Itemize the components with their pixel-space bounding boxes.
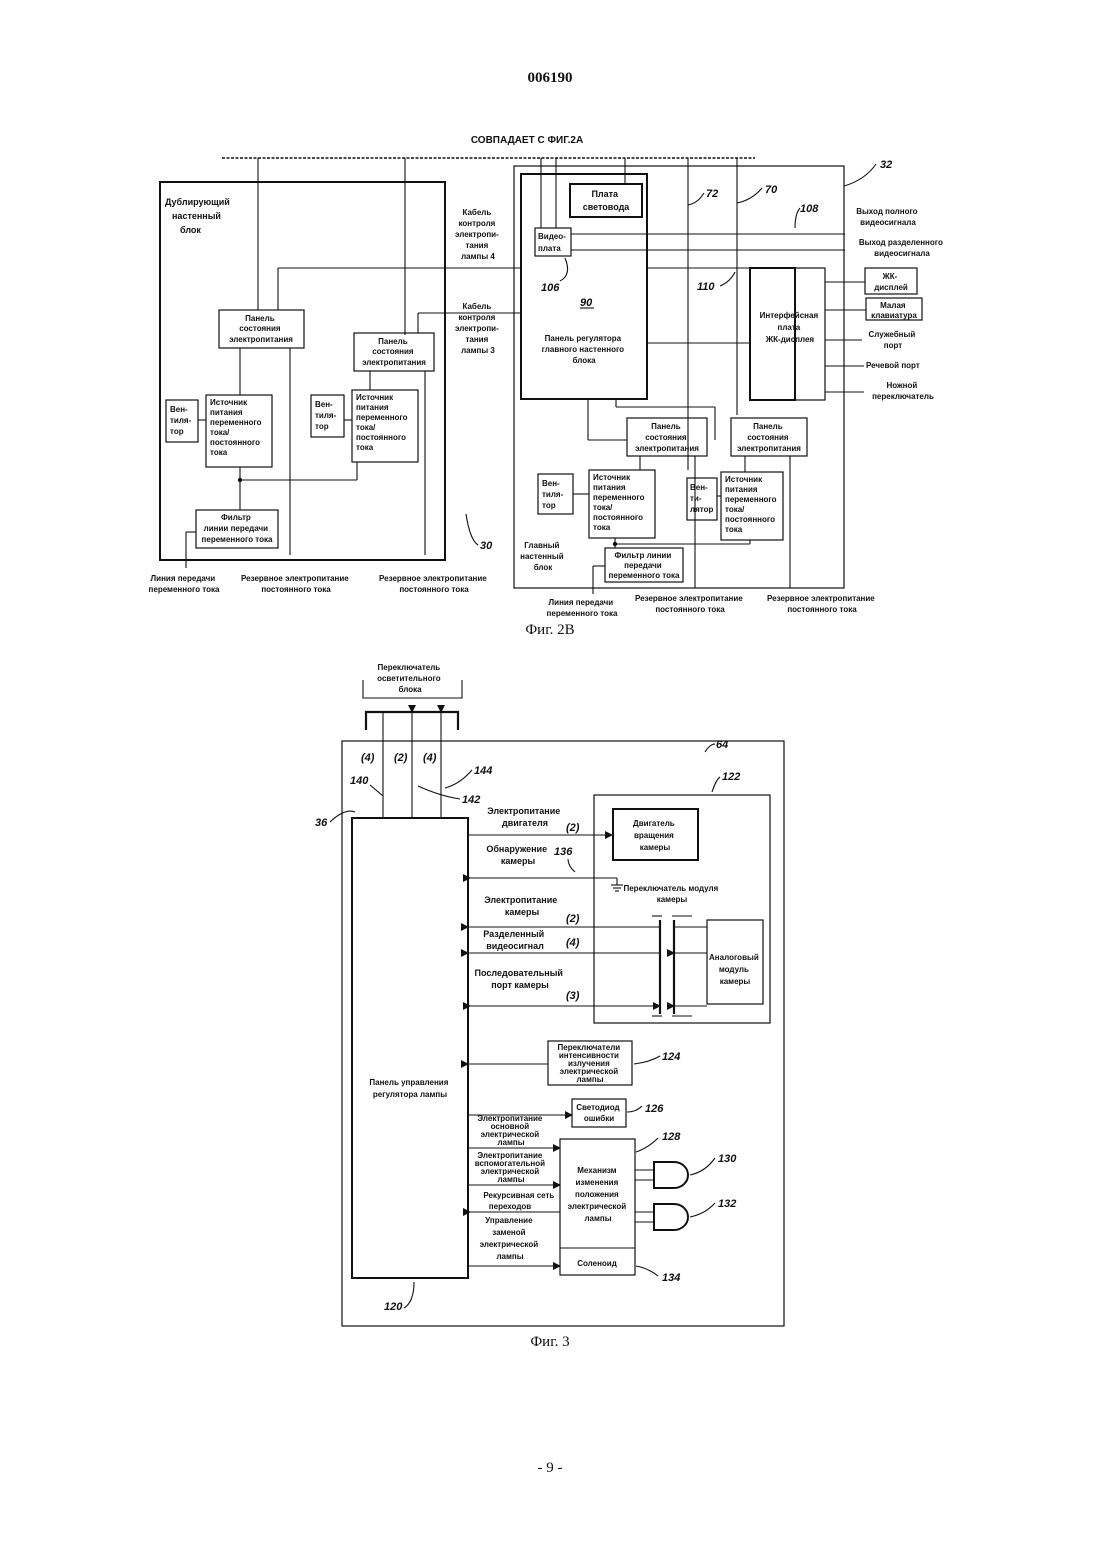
ref-140: 140 [350, 775, 369, 787]
motor-power-label: Электропитание двигателя [487, 806, 563, 828]
camera-module-switch: Переключатель модуля камеры [623, 884, 720, 904]
caption-fig-3: Фиг. 3 [530, 1334, 569, 1350]
fan-2: Вен- тиля- тор [315, 400, 338, 431]
lcd-display: ЖК- дисплей [874, 272, 908, 292]
ref-134: 134 [662, 1272, 680, 1284]
ref-132: 132 [718, 1198, 736, 1210]
cable-3-label: Кабель контроля электропи- тания лампы 3 [455, 302, 501, 355]
recursive-net: Рекурсивная сеть переходов [483, 1191, 556, 1211]
caption-fig-2b: Фиг. 2В [525, 622, 574, 638]
n2-a: (2) [394, 752, 408, 764]
ref-130: 130 [718, 1153, 737, 1165]
ref-110: 110 [697, 281, 715, 293]
dc-backup-3: Резервное электропитание постоянного ток… [635, 594, 745, 614]
ac-line-1: Линия передачи переменного тока [149, 574, 220, 594]
ac-line-2: Линия передачи переменного тока [547, 598, 618, 618]
ref-126: 126 [645, 1103, 664, 1115]
dc-backup-1: Резервное электропитание постоянного ток… [241, 574, 351, 594]
lightguide-board: Плата световода [583, 189, 631, 212]
ac-filter-main: Фильтр линии передачи переменного тока [609, 551, 680, 580]
n2-camera: (2) [566, 913, 580, 925]
psu-1: Источник питания переменного тока/ посто… [210, 398, 264, 457]
ref-30: 30 [480, 540, 493, 552]
psu-2: Источник питания переменного тока/ посто… [356, 393, 410, 452]
mechanisms: Механизм изменения положения электрическ… [568, 1166, 629, 1223]
main-unit-label: Главный настенный блок [520, 541, 566, 572]
ref-32: 32 [880, 159, 892, 171]
cable-4-label: Кабель контроля электропи- тания лампы 4 [455, 208, 501, 261]
split-video-label: Разделенный видеосигнал [483, 929, 546, 951]
ref-70: 70 [765, 184, 778, 196]
ref-124: 124 [662, 1051, 680, 1063]
status-panel-4: Панель состояния электропитания [737, 422, 801, 453]
aux-lamp-power: Электропитание вспомогательной электриче… [475, 1151, 548, 1184]
status-panel-2: Панель состояния электропитания [362, 337, 426, 367]
psu-3: Источник питания переменного тока/ посто… [593, 473, 647, 532]
out-split: Выход разделенного видеосигнала [859, 238, 945, 258]
main-lamp-power: Электропитание основной электрической ла… [477, 1114, 544, 1147]
n4-video: (4) [566, 937, 580, 949]
analog-module: Аналоговый модуль камеры [709, 953, 761, 986]
ref-144: 144 [474, 765, 492, 777]
ref-142: 142 [462, 794, 480, 806]
match-note: СОВПАДАЕТ С ФИГ.2А [471, 135, 583, 146]
light-switch-label: Переключатель осветительного блока [377, 663, 443, 694]
doc-number: 006190 [528, 70, 573, 86]
camera-detect-label: Обнаружение камеры [486, 844, 549, 866]
ref-108: 108 [800, 203, 819, 215]
lcd-iface: Интерфейсная плата ЖК-дисплея [760, 311, 821, 344]
figure-2b: СОВПАДАЕТ С ФИГ.2А Дублирующий настенный… [149, 135, 946, 638]
rotation-motor: Двигатель вращения камеры [633, 819, 677, 852]
fan-4: Вен- ти- лятор [690, 483, 713, 514]
ref-36: 36 [315, 817, 328, 829]
error-led: Светодиод ошибки [576, 1103, 622, 1123]
n2-motor: (2) [566, 822, 580, 834]
main-panel-label: Панель регулятора главного настенного бл… [542, 334, 627, 365]
status-panel-1: Панель состояния электропитания [229, 314, 293, 344]
ref-106: 106 [541, 282, 560, 294]
service-port: Служебный порт [869, 330, 918, 350]
n4-b: (4) [423, 752, 437, 764]
figure-3: Переключатель осветительного блока 64 (4… [315, 663, 784, 1350]
lamp-replace: Управление заменой электрической лампы [480, 1216, 541, 1261]
voice-port: Речевой порт [866, 361, 920, 370]
psu-4: Источник питания переменного тока/ посто… [725, 475, 779, 534]
intensity-switches: Переключатели интенсивности излучения эл… [558, 1043, 623, 1084]
ref-136: 136 [554, 846, 573, 858]
camera-power-label: Электропитание камеры [484, 895, 560, 917]
page-number: - 9 - [538, 1460, 563, 1476]
n3-serial: (3) [566, 990, 580, 1002]
fan-3: Вен- тиля- тор [542, 479, 565, 510]
dc-backup-4: Резервное электропитание постоянного ток… [767, 594, 877, 614]
solenoid: Соленоид [577, 1259, 617, 1268]
video-board: Видео- плата [538, 232, 568, 253]
control-panel-label: Панель управления регулятора лампы [369, 1078, 450, 1099]
fan-1: Вен- тиля- тор [170, 405, 193, 436]
out-full: Выход полного видеосигнала [856, 207, 920, 227]
foot-switch: Ножной переключатель [872, 381, 934, 401]
n4-a: (4) [361, 752, 375, 764]
ref-120: 120 [384, 1301, 403, 1313]
dup-unit-label: Дублирующий настенный блок [165, 197, 232, 235]
ref-128: 128 [662, 1131, 681, 1143]
serial-port-label: Последовательный порт камеры [475, 968, 566, 990]
ref-64: 64 [716, 739, 728, 751]
ac-filter-1: Фильтр линии передачи переменного тока [202, 513, 273, 544]
dc-backup-2: Резервное электропитание постоянного ток… [379, 574, 489, 594]
status-panel-3: Панель состояния электропитания [635, 422, 699, 453]
keypad: Малая клавиатура [871, 301, 917, 320]
ref-72: 72 [706, 188, 718, 200]
ref-122: 122 [722, 771, 740, 783]
ref-90: 90 [580, 297, 593, 309]
